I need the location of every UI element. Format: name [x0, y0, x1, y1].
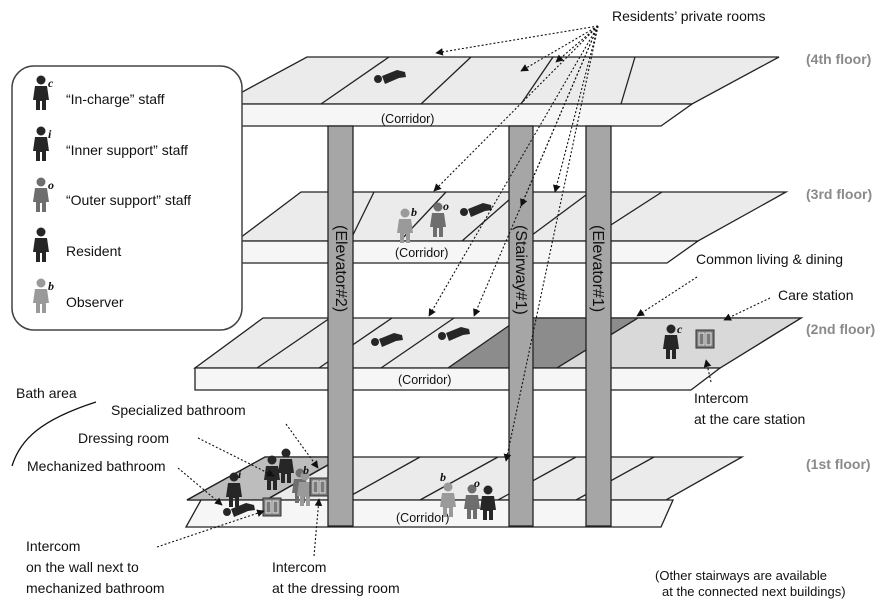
legend-in-charge-label: “In-charge” staff — [66, 91, 165, 107]
floor-1-observer-corridor-tag: b — [440, 470, 446, 484]
specialized-bathroom-label: Specialized bathroom — [111, 402, 246, 418]
floor-3-outer-support-tag: o — [443, 199, 449, 213]
floor-4 — [185, 56, 780, 127]
intercom-dressing-label-2: at the dressing room — [272, 580, 400, 596]
legend-observer-label: Observer — [66, 294, 124, 310]
legend-resident-label: Resident — [66, 243, 121, 259]
floor-1-inner-support-tag: i — [238, 467, 242, 481]
other-stairways-label-2: at the connected next buildings) — [662, 584, 846, 599]
private-rooms-label: Residents’ private rooms — [612, 8, 766, 24]
figures: b o c i b b o — [223, 70, 715, 520]
floor-2 — [193, 317, 804, 391]
bath-area-label: Bath area — [16, 385, 77, 401]
corridor-3-label: (Corridor) — [395, 246, 448, 260]
floor-1-outer-support-corridor-tag: o — [474, 476, 480, 490]
elevator-1-shaft — [585, 125, 612, 527]
stairway-1-shaft — [508, 125, 534, 527]
care-station-label: Care station — [778, 287, 853, 303]
shafts: (Elevator#2) (Stairway#1) (Elevator#1) — [327, 125, 612, 527]
corridor-1-label: (Corridor) — [396, 511, 449, 525]
annotation-arrows — [156, 25, 771, 557]
legend-in-charge-tag: c — [48, 76, 54, 90]
mechanized-bath-intercom — [262, 497, 282, 517]
floor-4-label: (4th floor) — [806, 51, 871, 67]
legend-inner-support-label: “Inner support” staff — [66, 142, 188, 158]
intercom-wall-label-1: Intercom — [26, 538, 80, 554]
intercom-wall-label-3: mechanized bathroom — [26, 580, 165, 596]
floor-3-corridor-slab — [200, 240, 701, 264]
floor-2-label: (2nd floor) — [806, 321, 875, 337]
corridor-2-label: (Corridor) — [398, 373, 451, 387]
intercom-care-label-2: at the care station — [694, 411, 805, 427]
bath-area-bracket — [11, 401, 97, 467]
care-station-intercom — [695, 329, 715, 349]
floor-3-label: (3rd floor) — [806, 186, 872, 202]
intercom-dressing-label-1: Intercom — [272, 559, 326, 575]
annotations: Residents’ private rooms Common living &… — [16, 8, 853, 599]
mechanized-bathroom-label: Mechanized bathroom — [27, 458, 166, 474]
other-stairways-label-1: (Other stairways are available — [655, 568, 827, 583]
stairway-1-label: (Stairway#1) — [512, 225, 529, 315]
legend: c “In-charge” staff i “Inner support” st… — [11, 65, 243, 331]
legend-outer-support-label: “Outer support” staff — [66, 192, 191, 208]
intercom-care-label-1: Intercom — [694, 390, 748, 406]
floor-2-in-charge-tag: c — [677, 322, 683, 336]
legend-outer-support-tag: o — [48, 178, 54, 192]
floor-1-observer-dressing-tag: b — [303, 463, 309, 477]
floor-4-rooms-slab — [219, 56, 780, 105]
common-living-label: Common living & dining — [696, 251, 843, 267]
elevator-1-label: (Elevator#1) — [589, 225, 606, 312]
corridor-4-label: (Corridor) — [381, 112, 434, 126]
legend-box — [11, 65, 243, 331]
floor-2-corridor-slab — [194, 367, 722, 391]
elevator-2-label: (Elevator#2) — [332, 225, 349, 312]
legend-inner-support-tag: i — [48, 127, 52, 141]
floor-4-corridor-slab — [185, 103, 695, 127]
dressing-room-label: Dressing room — [78, 430, 169, 446]
floor-3-observer-tag: b — [411, 205, 417, 219]
intercom-wall-label-2: on the wall next to — [26, 559, 139, 575]
dressing-room-intercom — [309, 477, 329, 497]
legend-observer-tag: b — [48, 279, 54, 293]
floor-1-label: (1st floor) — [806, 456, 871, 472]
elevator-2-shaft — [327, 125, 354, 527]
